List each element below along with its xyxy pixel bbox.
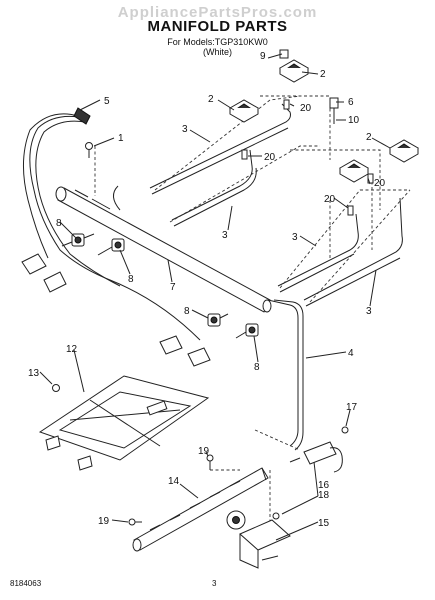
callout-3: 3 [222, 230, 228, 241]
callout-12: 12 [66, 344, 78, 355]
callout-2: 2 [366, 132, 372, 143]
callout-20: 20 [324, 194, 336, 205]
callout-labels: 9 2 5 2 6 20 10 1 3 2 20 20 20 8 3 3 8 7… [28, 51, 386, 529]
callout-8: 8 [254, 362, 260, 373]
callout-7: 7 [170, 282, 176, 293]
callout-17: 17 [346, 402, 358, 413]
callout-3: 3 [182, 124, 188, 135]
callout-2: 2 [320, 69, 326, 80]
callout-18: 18 [318, 490, 330, 501]
model-line: For Models:TGP310KW0 [167, 37, 268, 47]
callout-9: 9 [260, 51, 266, 62]
callout-5: 5 [104, 96, 110, 107]
callout-13: 13 [28, 368, 40, 379]
callout-15: 15 [318, 518, 330, 529]
callout-8: 8 [128, 274, 134, 285]
callout-3: 3 [292, 232, 298, 243]
callout-3: 3 [366, 306, 372, 317]
leader-lines [39, 53, 391, 541]
callout-2: 2 [208, 94, 214, 105]
callout-16: 16 [318, 480, 330, 491]
callout-8: 8 [56, 218, 62, 229]
page-title: MANIFOLD PARTS [147, 18, 288, 35]
manifold-pipe [55, 186, 304, 451]
callout-20: 20 [300, 103, 312, 114]
burner-heads [228, 59, 420, 183]
assembly-lines [94, 95, 411, 530]
callout-1: 1 [118, 133, 124, 144]
callout-8: 8 [184, 306, 190, 317]
burner-tubes [113, 103, 403, 307]
watermark: AppliancePartsPros.com [117, 4, 318, 21]
broil-bracket [226, 510, 291, 569]
callout-19: 19 [98, 516, 110, 527]
model-subtitle: For Models:TGP310KW0 (White) [0, 37, 435, 57]
document-code: 8184063 [10, 579, 42, 588]
callout-19: 19 [198, 446, 210, 457]
burner-box [38, 375, 210, 471]
color-line: (White) [203, 47, 232, 57]
broil-burner [132, 467, 269, 552]
callout-20: 20 [374, 178, 386, 189]
callout-20: 20 [264, 152, 276, 163]
callout-4: 4 [348, 348, 354, 359]
callout-6: 6 [348, 97, 354, 108]
wire-harness [21, 107, 211, 367]
page-number: 3 [212, 579, 217, 588]
callout-10: 10 [348, 115, 360, 126]
spark-module [289, 441, 343, 473]
callout-14: 14 [168, 476, 180, 487]
